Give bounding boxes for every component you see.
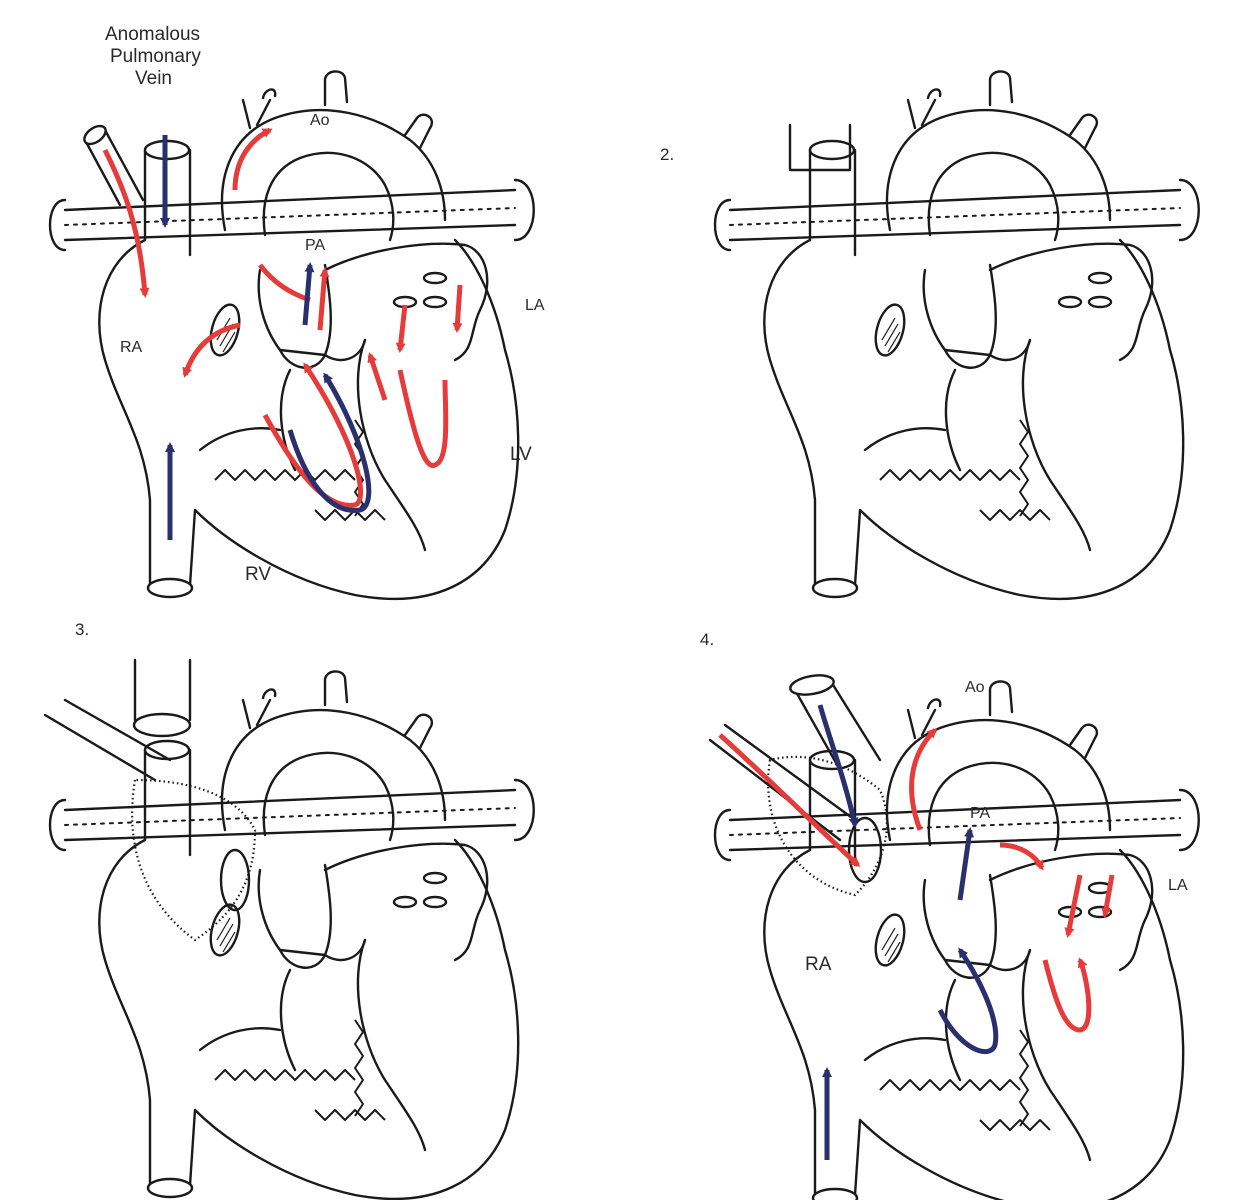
panel-3-number: 3.: [75, 620, 89, 639]
label-ao: Ao: [310, 112, 330, 129]
svc-divided: [133, 658, 192, 722]
arrow-rv-blue-4: [937, 947, 999, 1055]
anomalous-vein-baffled: [708, 723, 857, 842]
label-anomalous-line1: Anomalous: [105, 24, 200, 45]
label-pa-4: PA: [970, 805, 990, 822]
baffle-opening-4: [847, 816, 883, 884]
panel-2: 2.: [660, 70, 1200, 601]
panel-4-number: 4.: [700, 630, 714, 649]
label-anomalous-line3: Vein: [135, 68, 172, 89]
svc-cut-stub: [788, 123, 852, 172]
arrow-la-2: [452, 284, 463, 333]
arrow-la-red-4c: [1101, 874, 1115, 918]
panel-2-number: 2.: [660, 145, 674, 164]
arrow-lv-loop-tail: [397, 369, 449, 468]
label-la: LA: [525, 297, 545, 314]
arrow-asd-shunt: [182, 322, 241, 378]
label-ra-4: RA: [805, 954, 832, 975]
arrow-la-red-4b: [1064, 874, 1083, 938]
svc-reimplanted-end: [789, 674, 835, 696]
panel-1: Anomalous Pulmonary Vein Ao PA LA RA LV …: [48, 24, 545, 601]
arrow-lv-red-4: [1042, 957, 1092, 1033]
label-rv: RV: [245, 564, 271, 585]
arrow-pa-blue: [302, 262, 315, 326]
arrow-rv-red: [262, 362, 364, 508]
anomalous-vein-opening: [83, 124, 107, 146]
label-lv: LV: [510, 444, 532, 465]
arrow-anomalous-to-ra: [102, 148, 150, 298]
svc-divided-end: [132, 712, 192, 738]
arrow-baffle-red: [718, 733, 861, 868]
arrow-rv-blue: [287, 372, 372, 513]
arrow-pa-red-tail: [258, 263, 311, 303]
arrow-aorta-4: [909, 727, 938, 831]
arrow-pa-blue-4: [957, 827, 974, 901]
label-anomalous-line2: Pulmonary: [110, 46, 201, 67]
arrow-la-1: [395, 304, 408, 353]
baffle-opening: [219, 848, 251, 912]
anomalous-vein-redirected: [43, 698, 172, 782]
arrow-svc-blue-4: [817, 704, 859, 828]
label-ao-4: Ao: [965, 679, 985, 696]
label-la-4: LA: [1168, 877, 1188, 894]
arrow-lv-loop: [367, 352, 388, 401]
arrow-pa-red: [317, 267, 330, 331]
label-pa: PA: [305, 237, 325, 254]
arrow-la-red-4a: [999, 842, 1045, 871]
label-ra: RA: [120, 339, 143, 356]
arrow-aorta: [232, 127, 273, 191]
baffle-suture-line: [767, 755, 888, 897]
panel-3: 3.: [43, 620, 535, 1200]
svc-reimplanted: [793, 678, 882, 772]
panel-4: 4. Ao PA RA LA: [700, 630, 1200, 1200]
anomalous-vein-outline: [83, 128, 145, 207]
